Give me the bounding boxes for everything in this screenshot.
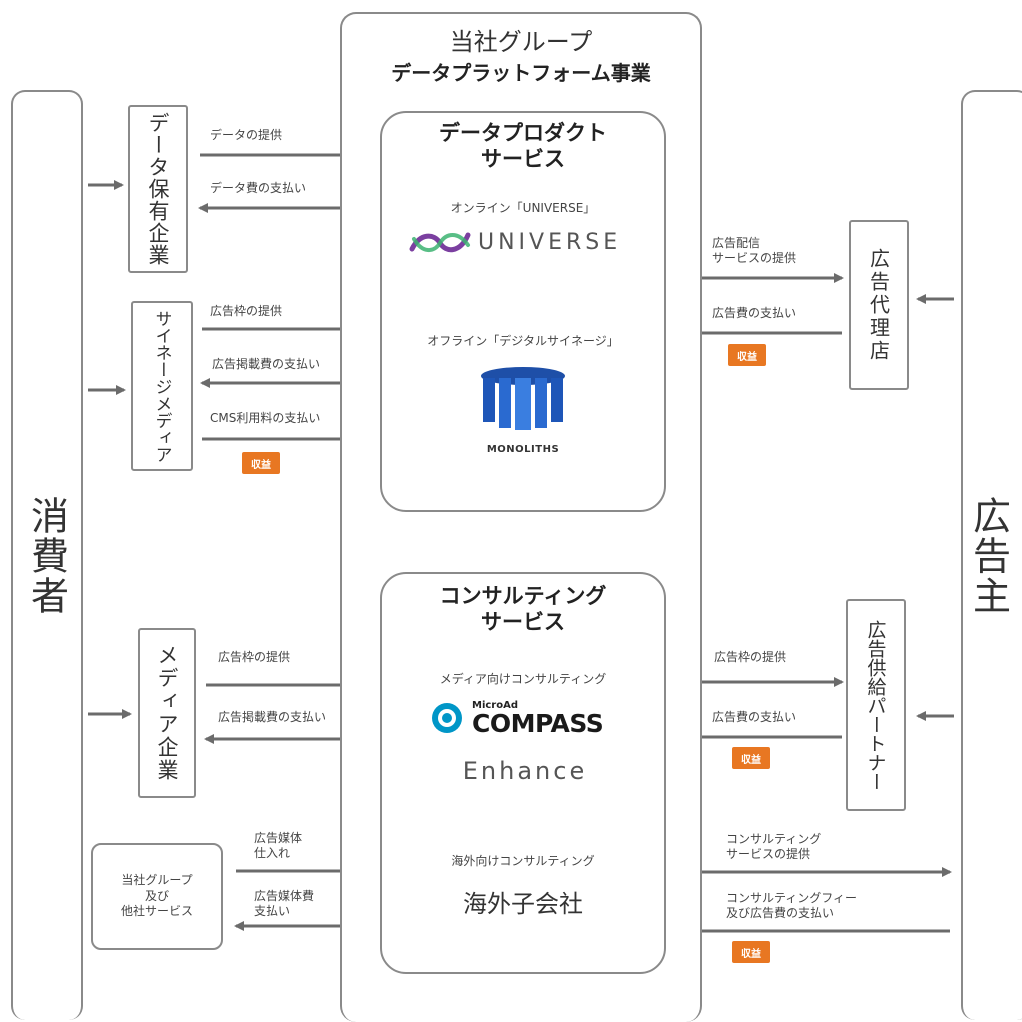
label-cms-fee: CMS利用料の支払い [210, 411, 321, 425]
label-adslot-3: 広告枠の提供 [714, 650, 787, 664]
platform-title: 当社グループ データプラットフォーム事業 [340, 22, 702, 86]
monoliths-logo: MONOLITHS [463, 366, 583, 466]
platform-title-line1: 当社グループ [449, 28, 593, 56]
revenue-badge-partner: 収益 [732, 747, 770, 769]
label-ad-fee-1: 広告費の支払い [712, 306, 797, 320]
consumer-box: 消費者 [11, 90, 83, 1020]
group-other-label: 当社グループ 及び 他社サービス [120, 873, 193, 919]
media-company-label: メディア企業 [155, 644, 179, 782]
label-adslot-1: 広告枠の提供 [210, 304, 283, 318]
advertiser-box: 広告主 [961, 90, 1022, 1020]
universe-logo-icon [409, 232, 471, 253]
revenue-badge-signage: 収益 [242, 452, 280, 474]
label-adslot-2: 広告枠の提供 [218, 650, 291, 664]
compass-wordmark: COMPASS [472, 708, 604, 738]
compass-small-text: MicroAd [472, 699, 519, 711]
consumer-label: 消費者 [24, 496, 69, 616]
label-ad-fee-2: 広告費の支払い [712, 710, 797, 724]
data-product-box [380, 111, 666, 512]
overseas-consulting-label: 海外向けコンサルティング [451, 854, 595, 868]
label-media-purchase: 広告媒体 仕入れ [254, 831, 303, 860]
label-data-provide: データの提供 [210, 128, 283, 142]
enhance-logo: Enhance [460, 757, 590, 785]
signage-media-box: サイネージメディア [131, 301, 193, 471]
compass-logo: MicroAd COMPASS [430, 696, 620, 740]
monoliths-icon [481, 367, 565, 430]
revenue-badge-agency: 収益 [728, 344, 766, 366]
signage-media-label: サイネージメディア [151, 309, 172, 463]
group-other-box: 当社グループ 及び 他社サービス [91, 843, 223, 950]
label-consulting-fee: コンサルティングフィー 及び広告費の支払い [726, 891, 858, 920]
ad-partner-label: 広告供給パートナー [864, 619, 887, 791]
ad-partner-box: 広告供給パートナー [846, 599, 906, 811]
label-placement-fee-2: 広告掲載費の支払い [218, 710, 327, 724]
enhance-wordmark: Enhance [462, 757, 588, 785]
offline-label: オフライン「デジタルサイネージ」 [427, 334, 619, 348]
label-media-fee: 広告媒体費 支払い [254, 889, 315, 918]
media-consulting-label: メディア向けコンサルティング [439, 672, 607, 686]
monoliths-wordmark: MONOLITHS [486, 444, 560, 455]
data-product-title: データプロダクト サービス [439, 121, 607, 172]
compass-icon [432, 703, 462, 733]
revenue-badge-consulting: 収益 [732, 941, 770, 963]
media-company-box: メディア企業 [138, 628, 196, 798]
label-placement-fee-1: 広告掲載費の支払い [212, 357, 321, 371]
label-consulting-provide: コンサルティング サービスの提供 [726, 832, 822, 861]
ad-agency-label: 広告代理店 [866, 247, 891, 363]
universe-logo: UNIVERSE [408, 224, 648, 260]
data-holder-box: データ保有企業 [128, 105, 188, 273]
advertiser-label: 広告主 [966, 496, 1011, 616]
consulting-box [380, 572, 666, 974]
label-data-fee: データ費の支払い [210, 181, 307, 195]
platform-title-line2: データプラットフォーム事業 [391, 61, 651, 85]
ad-agency-box: 広告代理店 [849, 220, 909, 390]
label-ad-delivery: 広告配信 サービスの提供 [712, 236, 797, 265]
universe-wordmark: UNIVERSE [478, 229, 622, 255]
data-holder-label: データ保有企業 [146, 112, 170, 266]
overseas-subsidiary: 海外子会社 [463, 890, 583, 918]
consulting-title: コンサルティング サービス [439, 584, 607, 635]
online-label: オンライン「UNIVERSE」 [450, 201, 596, 215]
